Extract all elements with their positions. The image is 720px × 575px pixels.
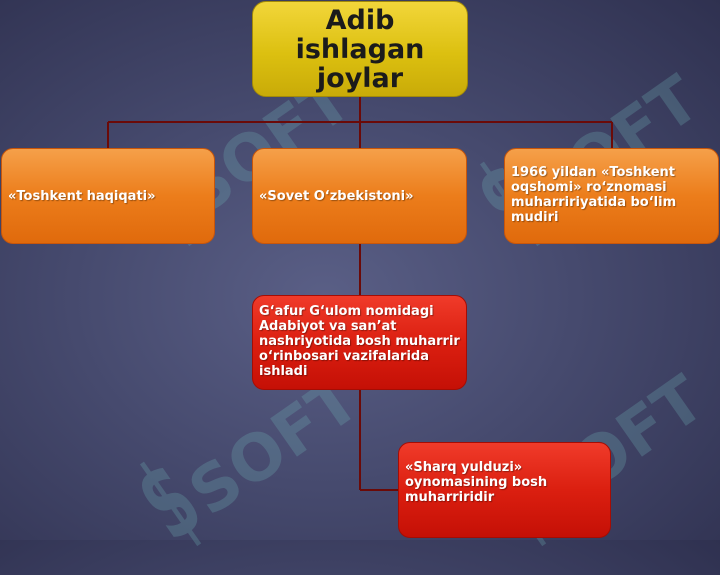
node-toshkent-haqiqati: «Toshkent haqiqati» (1, 148, 215, 244)
node-toshkent-oqshomi: 1966 yildan «Toshkent oqshomi» ro‘znomas… (504, 148, 719, 244)
node-sovet-ozbekistoni-label: «Sovet O‘zbekistoni» (259, 188, 414, 204)
node-sharq-yulduzi-label: «Sharq yulduzi» oynomasining bosh muharr… (405, 460, 548, 505)
node-gafur-gulom-nashriyoti-label: G‘afur G‘ulom nomidagi Adabiyot va san’a… (259, 304, 460, 379)
root-node: Adib ishlagan joylar (252, 1, 468, 97)
node-gafur-gulom-nashriyoti: G‘afur G‘ulom nomidagi Adabiyot va san’a… (252, 295, 467, 390)
node-toshkent-oqshomi-label: 1966 yildan «Toshkent oqshomi» ro‘znomas… (511, 165, 677, 225)
root-node-label: Adib ishlagan joylar (295, 4, 425, 94)
connector-lines (107, 97, 613, 491)
node-sharq-yulduzi: «Sharq yulduzi» oynomasining bosh muharr… (398, 442, 611, 538)
node-toshkent-haqiqati-label: «Toshkent haqiqati» (8, 188, 156, 204)
node-sovet-ozbekistoni: «Sovet O‘zbekistoni» (252, 148, 467, 244)
